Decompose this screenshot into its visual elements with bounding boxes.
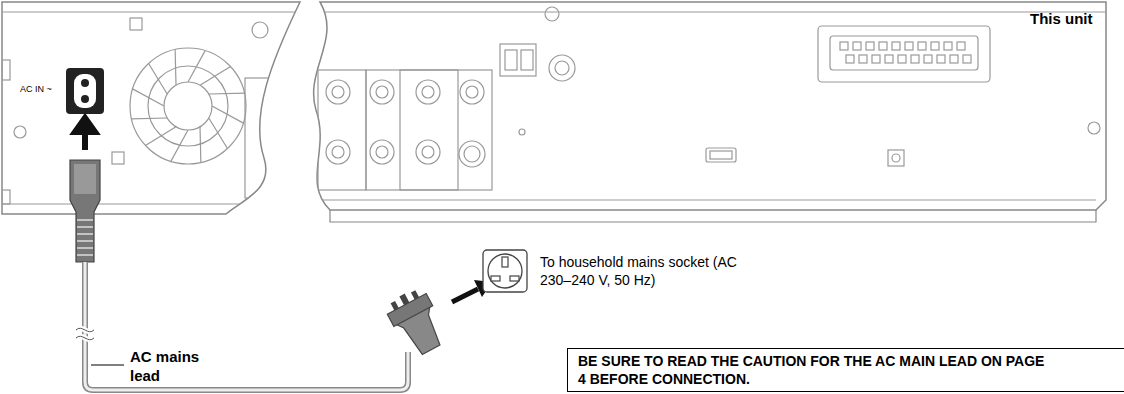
grip-rib	[77, 254, 93, 256]
scart-pin	[963, 55, 971, 63]
rca-jack-core	[466, 86, 478, 98]
fan-slot	[131, 117, 167, 119]
rca-jack-core	[332, 86, 344, 98]
rca-jack	[460, 80, 484, 104]
scart-pin	[944, 42, 952, 50]
unit-label: This unit	[1030, 10, 1093, 29]
fan-slot	[175, 49, 177, 85]
uk-plug	[383, 285, 451, 360]
caution-text: BE SURE TO READ THE CAUTION FOR THE AC M…	[578, 352, 1048, 388]
scart-pin	[885, 55, 893, 63]
rca-jack	[326, 140, 350, 164]
scart-pin	[879, 42, 887, 50]
rca-jack-core	[376, 86, 388, 98]
scart-pin	[892, 42, 900, 50]
inlet-label: AC IN ~	[20, 84, 52, 95]
scart-pin	[846, 55, 854, 63]
scart-pin	[859, 55, 867, 63]
scart-pin	[905, 42, 913, 50]
grip-rib	[77, 247, 93, 249]
grip-rib	[77, 219, 93, 221]
fan-slot	[199, 127, 201, 163]
scart-pin	[898, 55, 906, 63]
rca-jack	[326, 80, 350, 104]
mains-cable	[76, 262, 408, 390]
socket-label: To household mains socket (AC 230–240 V,…	[540, 254, 745, 289]
rca-jack-core	[422, 86, 434, 98]
scart-pin	[840, 42, 848, 50]
scart-pin	[931, 42, 939, 50]
scart-pin	[937, 55, 945, 63]
fan-slot	[133, 89, 164, 106]
fan-slot	[188, 51, 205, 82]
grip-rib	[77, 233, 93, 235]
iec-plug	[70, 160, 100, 262]
rca-jack	[416, 140, 440, 164]
scart-pin	[924, 55, 932, 63]
scart-pin	[918, 42, 926, 50]
fan-slot	[171, 130, 188, 161]
ac-inlet	[66, 68, 104, 114]
grip-rib	[77, 226, 93, 228]
rca-jack	[370, 140, 394, 164]
scart-pin	[950, 55, 958, 63]
rca-jack	[370, 80, 394, 104]
rca-jack-core	[422, 146, 434, 158]
caution-box: BE SURE TO READ THE CAUTION FOR THE AC M…	[567, 348, 1124, 392]
fan-slot	[145, 127, 176, 146]
scart-pin	[957, 42, 965, 50]
grip-rib	[77, 240, 93, 242]
fan-slot	[149, 63, 168, 94]
rca-jack-core	[376, 146, 388, 158]
fan-slot	[212, 106, 243, 123]
scart-pin	[866, 42, 874, 50]
scart-pin	[853, 42, 861, 50]
right-panel	[300, 2, 1116, 222]
left-panel	[2, 2, 305, 214]
fan-slot	[200, 67, 231, 86]
fan-slot	[209, 93, 245, 95]
fan-slot	[209, 118, 228, 149]
leader-line	[91, 365, 124, 366]
wall-socket	[483, 250, 527, 292]
scart-pin	[872, 55, 880, 63]
lead-label: AC mains lead	[130, 348, 208, 386]
scart-pin	[911, 55, 919, 63]
rca-jack-core	[332, 146, 344, 158]
rca-jack	[416, 80, 440, 104]
insert-arrow	[75, 118, 95, 150]
